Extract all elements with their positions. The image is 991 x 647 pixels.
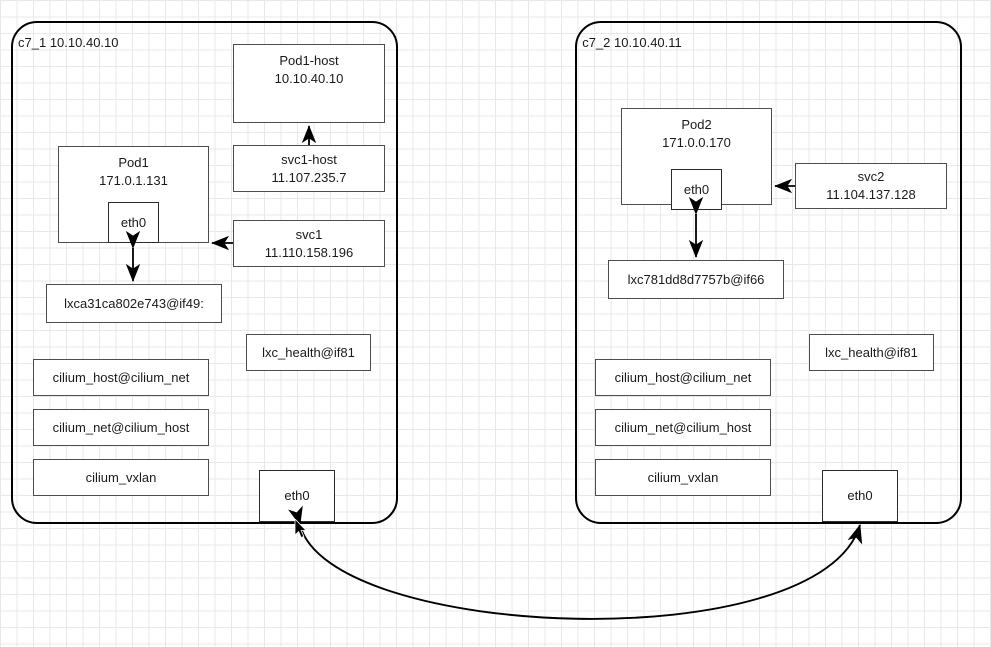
- box-cilium-net-c7-1[interactable]: cilium_net@cilium_host: [33, 409, 209, 446]
- box-host-eth0-c7-1[interactable]: eth0: [259, 470, 335, 522]
- cilium-host-c7-2-label: cilium_host@cilium_net: [614, 369, 752, 385]
- node-ip-c7-2: 10.10.40.11: [614, 35, 682, 50]
- pod1-eth0-label: eth0: [120, 214, 147, 230]
- box-pod1-host[interactable]: Pod1-host 10.10.40.10: [233, 44, 385, 123]
- pod2-eth0-label: eth0: [683, 181, 710, 197]
- pod1-ip: 171.0.1.131: [99, 173, 168, 188]
- cilium-host-c7-1-label: cilium_host@cilium_net: [52, 369, 190, 385]
- node-label-c7-1: c7_1 10.10.40.10: [18, 34, 119, 51]
- host-eth0-c7-1-label: eth0: [284, 488, 310, 503]
- pod2-ip: 171.0.0.170: [662, 135, 731, 150]
- pod1-host-name: Pod1-host: [279, 53, 339, 68]
- host-eth0-c7-2-label: eth0: [847, 488, 873, 503]
- box-svc1-host[interactable]: svc1-host 11.107.235.7: [233, 145, 385, 192]
- cilium-net-c7-2-label: cilium_net@cilium_host: [614, 419, 752, 435]
- node-container-c7-1[interactable]: [11, 21, 398, 524]
- node-name-c7-1: c7_1: [18, 35, 47, 50]
- box-lxc-pod2[interactable]: lxc781dd8d7757b@if66: [608, 260, 784, 299]
- svc1-ip: 11.110.158.196: [264, 244, 354, 260]
- box-svc2[interactable]: svc2 11.104.137.128: [795, 163, 947, 209]
- box-pod2-eth0[interactable]: eth0: [671, 169, 722, 210]
- cilium-vxlan-c7-1-label: cilium_vxlan: [85, 469, 157, 485]
- box-cilium-net-c7-2[interactable]: cilium_net@cilium_host: [595, 409, 771, 446]
- node-ip-c7-1: 10.10.40.10: [49, 35, 119, 50]
- svc1-host-ip: 11.107.235.7: [271, 169, 347, 185]
- box-cilium-vxlan-c7-2[interactable]: cilium_vxlan: [595, 459, 771, 496]
- pod1-host-ip: 10.10.40.10: [274, 71, 344, 86]
- box-cilium-vxlan-c7-1[interactable]: cilium_vxlan: [33, 459, 209, 496]
- svc1-name: svc1: [295, 226, 323, 242]
- box-lxc-pod1[interactable]: lxca31ca802e743@if49:: [46, 284, 222, 323]
- svc2-ip: 11.104.137.128: [826, 187, 916, 202]
- lxc-pod1-label: lxca31ca802e743@if49:: [64, 295, 204, 311]
- box-lxc-health-c7-2[interactable]: lxc_health@if81: [809, 334, 934, 371]
- node-name-c7-2: c7_2: [582, 35, 611, 50]
- box-lxc-health-c7-1[interactable]: lxc_health@if81: [246, 334, 371, 371]
- lxc-health-c7-1-label: lxc_health@if81: [262, 344, 355, 360]
- box-cilium-host-c7-2[interactable]: cilium_host@cilium_net: [595, 359, 771, 396]
- pod1-name: Pod1: [118, 155, 149, 170]
- svc1-host-name: svc1-host: [281, 151, 337, 167]
- box-cilium-host-c7-1[interactable]: cilium_host@cilium_net: [33, 359, 209, 396]
- box-host-eth0-c7-2[interactable]: eth0: [822, 470, 898, 522]
- box-pod1-eth0[interactable]: eth0: [108, 202, 159, 243]
- lxc-pod2-label: lxc781dd8d7757b@if66: [627, 271, 765, 287]
- svc2-name: svc2: [857, 169, 885, 184]
- lxc-health-c7-2-label: lxc_health@if81: [825, 344, 918, 360]
- node-label-c7-2: c7_2 10.10.40.11: [582, 34, 682, 51]
- cilium-vxlan-c7-2-label: cilium_vxlan: [647, 469, 719, 485]
- pod2-name: Pod2: [681, 117, 712, 132]
- cilium-net-c7-1-label: cilium_net@cilium_host: [52, 419, 190, 435]
- box-svc1[interactable]: svc1 11.110.158.196: [233, 220, 385, 267]
